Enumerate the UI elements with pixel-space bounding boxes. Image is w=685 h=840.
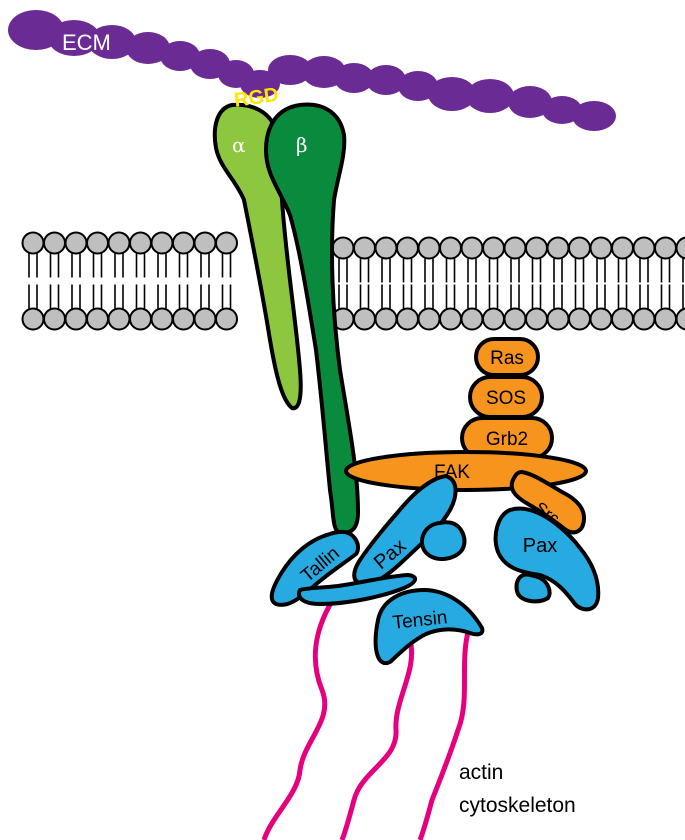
lipid [44,285,65,330]
lipid [152,233,173,278]
lipid [462,238,483,283]
actin-caption-line1: actin [459,761,503,784]
lipid [152,285,173,330]
lipid [173,285,194,330]
lipid [548,238,569,283]
lipid [130,233,151,278]
ras-label: Ras [490,348,524,369]
lipid [591,285,612,330]
lipid [23,285,44,330]
sos-label: SOS [486,388,526,409]
ecm-bead [466,79,514,113]
alpha-label: α [232,133,246,157]
lipid [376,238,397,283]
lipid [440,238,461,283]
lipid [634,285,655,330]
ecm-label: ECM [62,30,111,55]
lipid [216,233,237,278]
lipid [23,233,44,278]
lipid [526,285,547,330]
lipid [173,233,194,278]
lipid [195,233,216,278]
lipid [526,238,547,283]
ecm-bead [572,101,616,131]
lipid [548,285,569,330]
actin-filament-1 [264,598,334,840]
grb2-label: Grb2 [486,429,528,450]
lipid [87,233,108,278]
lipid [376,285,397,330]
lipid [462,285,483,330]
lipid [483,238,504,283]
lipid [440,285,461,330]
lipid [634,238,655,283]
lipid [333,238,354,283]
actin-filament-2 [342,640,412,840]
lipid [87,285,108,330]
lipid [655,285,676,330]
actin-caption-line2: cytoskeleton [459,794,576,817]
lipid [483,285,504,330]
lipid [419,285,440,330]
lipid [677,238,685,283]
rgd-label: RGD [233,84,280,112]
lipid [109,285,130,330]
lipid-bilayer [23,233,685,330]
lipid [354,238,375,283]
lipid [569,238,590,283]
lipid [66,233,87,278]
lipid [505,285,526,330]
paxillin-bead [422,522,464,559]
lipid [354,285,375,330]
lipid [216,285,237,330]
lipid [505,238,526,283]
lipid [130,285,151,330]
lipid [655,238,676,283]
lipid [591,238,612,283]
lipid [677,285,685,330]
lipid [195,285,216,330]
lipid [419,238,440,283]
lipid [397,238,418,283]
lipid [66,285,87,330]
lipid [612,285,633,330]
beta-label: β [296,133,308,157]
lipid [109,233,130,278]
lipid [569,285,590,330]
pax-right-label: Pax [523,535,557,557]
lipid [44,233,65,278]
lipid [397,285,418,330]
lipid [612,238,633,283]
